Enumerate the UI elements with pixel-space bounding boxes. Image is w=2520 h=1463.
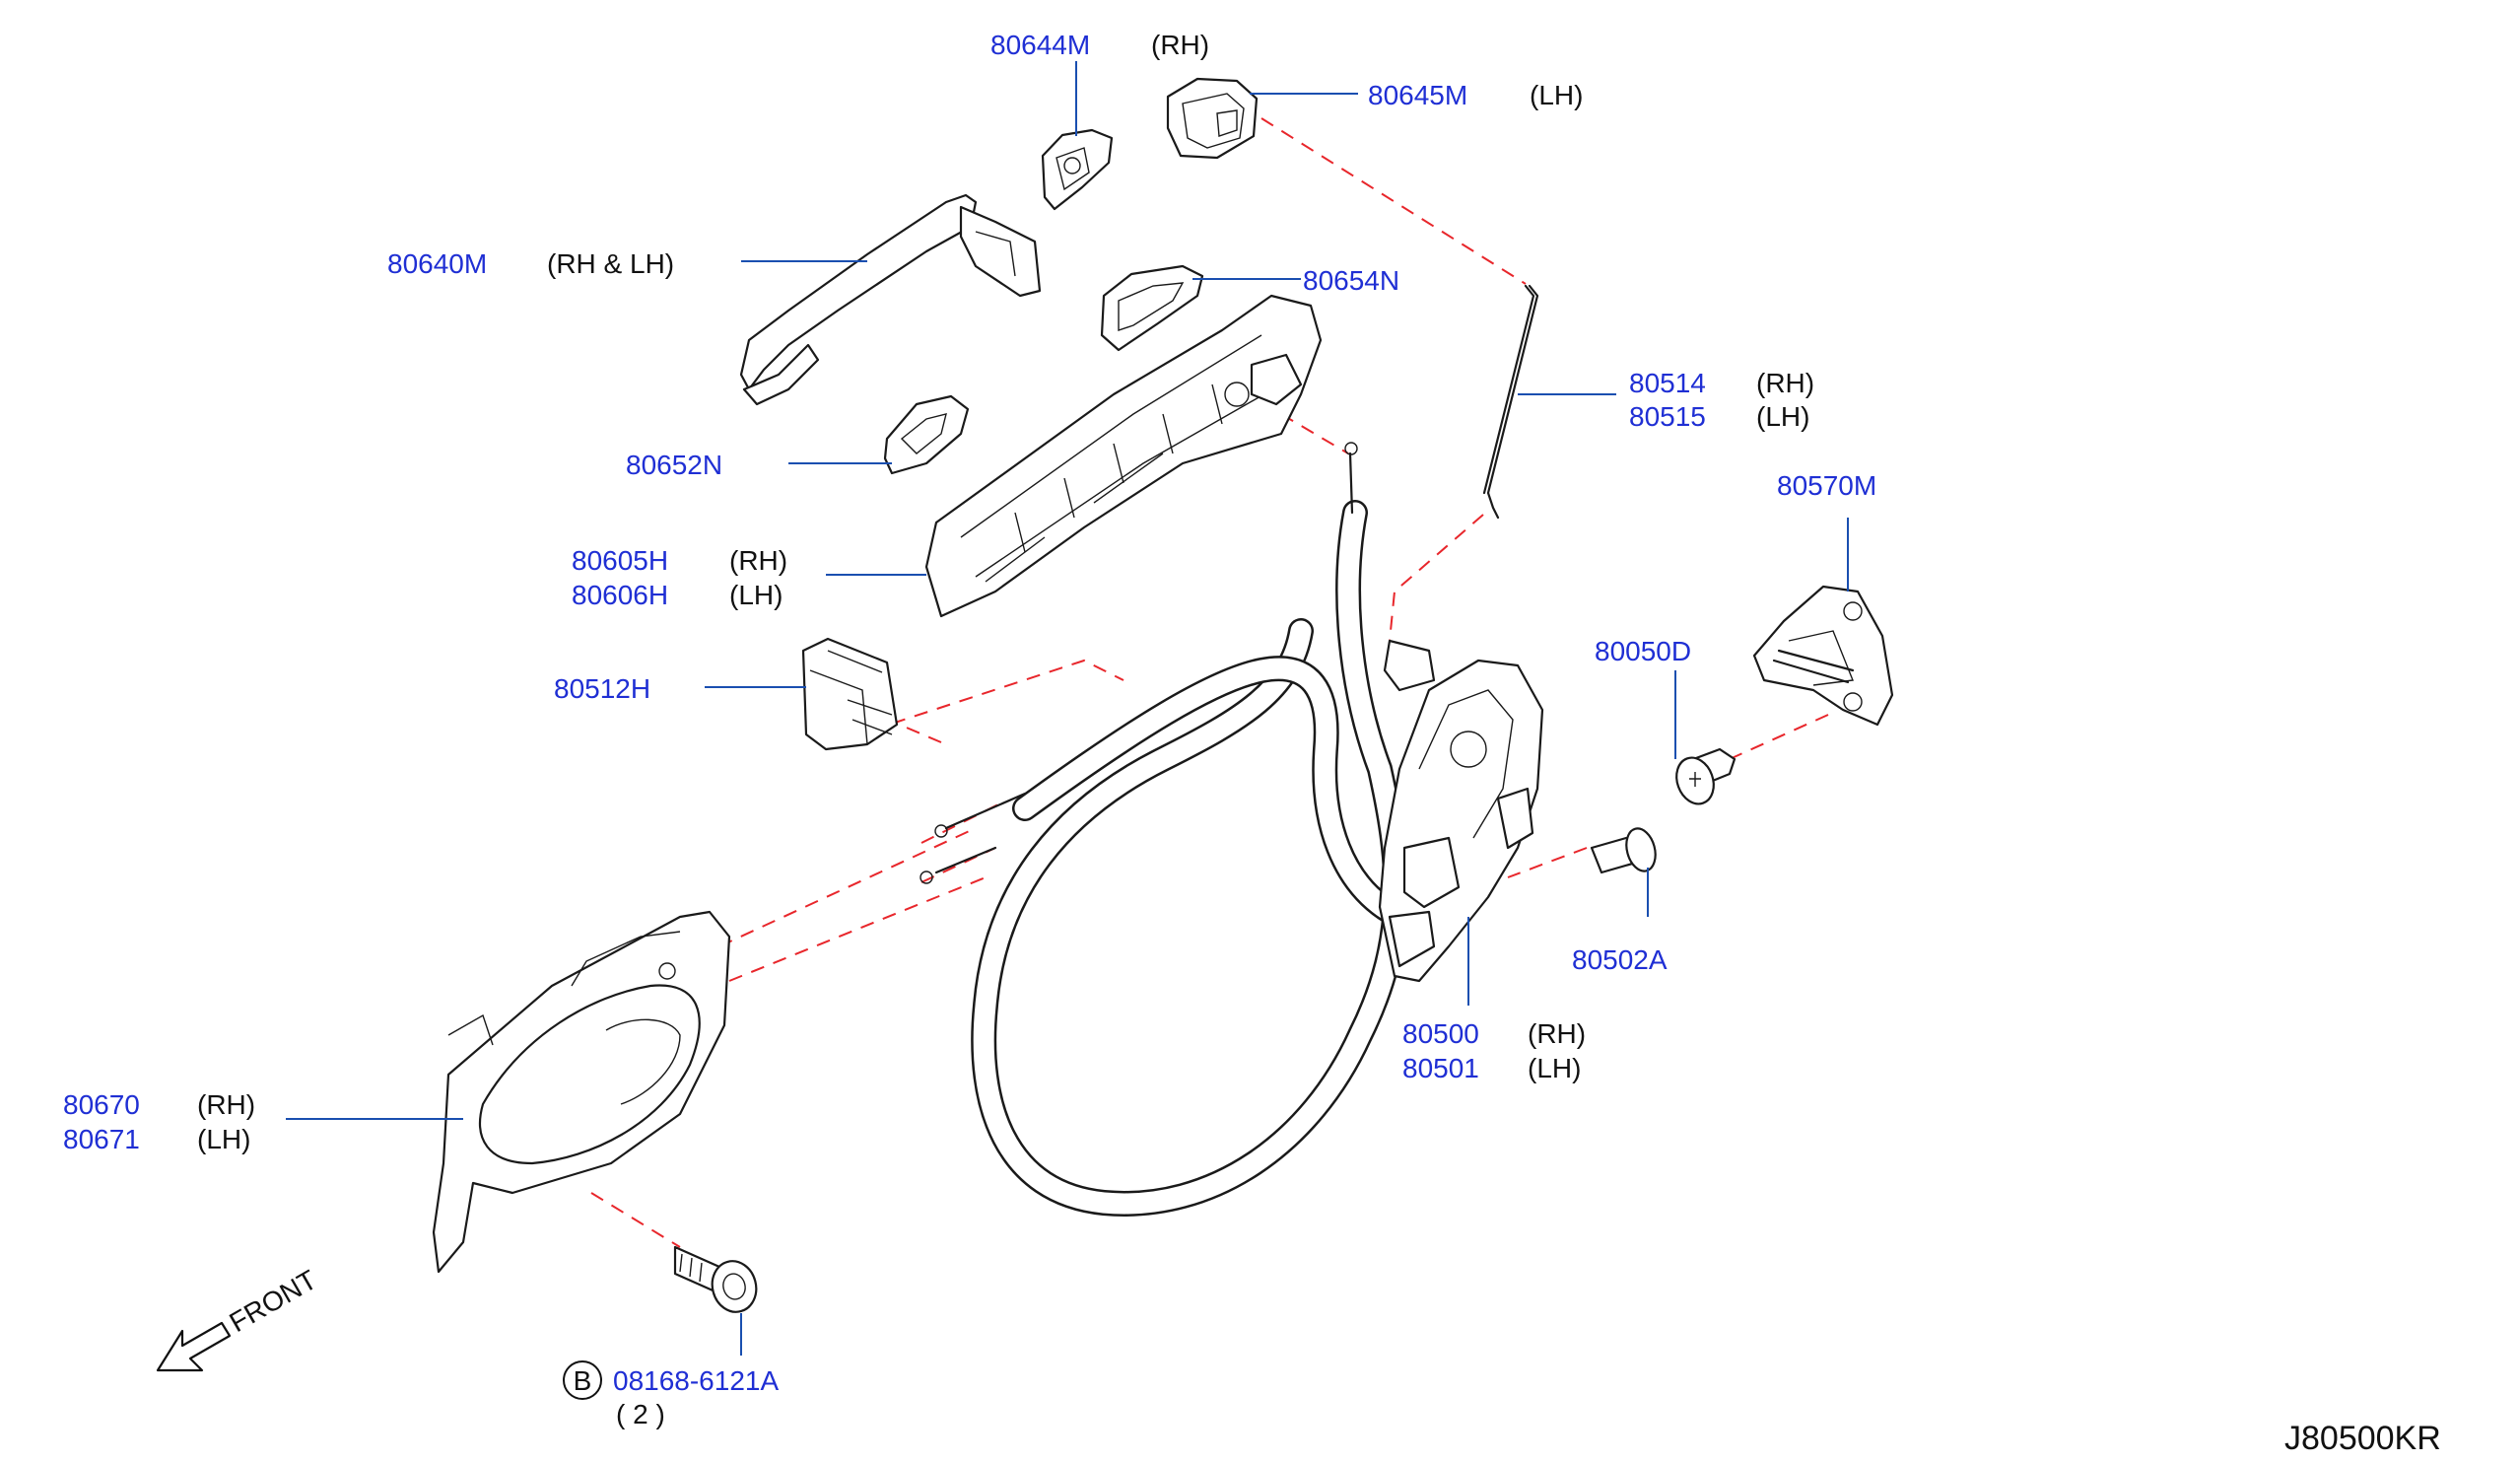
qualifier-80501: (LH)	[1528, 1053, 1581, 1083]
label-80671: 80671	[63, 1124, 140, 1154]
label-80500: 80500	[1402, 1018, 1479, 1049]
striker-drawing	[1752, 585, 1894, 727]
inside-handle-drawing	[432, 910, 731, 1274]
part-labels: 80644M (RH) 80645M (LH) 80640M (RH & LH)…	[63, 30, 1876, 1154]
rod-drawing	[1482, 284, 1539, 520]
label-08168-6121A: 08168-6121A	[613, 1365, 779, 1396]
label-80670: 80670	[63, 1089, 140, 1120]
qualifier-80670: (RH)	[197, 1089, 255, 1120]
qualifier-80515: (LH)	[1756, 401, 1809, 432]
qualifier-80644M: (RH)	[1151, 30, 1209, 60]
qualifier-80605H: (RH)	[729, 545, 787, 576]
label-80570M: 80570M	[1777, 470, 1876, 501]
bolt-symbol-circle	[563, 1360, 602, 1400]
label-80640M: 80640M	[387, 248, 487, 279]
label-80644M: 80644M	[990, 30, 1090, 60]
bolt-quantity: ( 2 )	[616, 1399, 665, 1429]
front-arrow-icon	[156, 1321, 232, 1372]
label-80654N: 80654N	[1303, 265, 1399, 296]
screw-80502a-drawing	[1590, 827, 1657, 874]
diagram-code: J80500KR	[2284, 1420, 2441, 1457]
label-80645M: 80645M	[1368, 80, 1467, 110]
qualifier-80640M: (RH & LH)	[547, 248, 674, 279]
label-80512H: 80512H	[554, 673, 650, 704]
label-80502A: 80502A	[1572, 944, 1668, 975]
cable-holder-drawing	[801, 637, 899, 751]
screw-80050d-drawing	[1675, 747, 1737, 805]
cable-assembly-drawing	[919, 442, 1412, 1217]
label-80605H: 80605H	[572, 545, 668, 576]
front-direction-indicator: FRONT	[156, 1264, 322, 1372]
bolt-callout: B 08168-6121A ( 2 )	[563, 1360, 779, 1429]
qualifier-80606H: (LH)	[729, 580, 783, 610]
label-80652N: 80652N	[626, 450, 722, 480]
qualifier-80645M: (LH)	[1530, 80, 1583, 110]
outside-handle-drawing	[739, 193, 1042, 406]
bolt-symbol-letter: B	[574, 1365, 592, 1396]
qualifier-80500: (RH)	[1528, 1018, 1586, 1049]
front-label: FRONT	[225, 1264, 322, 1338]
label-80050D: 80050D	[1595, 636, 1691, 666]
gasket-front-drawing	[1100, 264, 1204, 352]
escutcheon-rh-drawing	[1041, 128, 1114, 211]
qualifier-80671: (LH)	[197, 1124, 250, 1154]
label-80606H: 80606H	[572, 580, 668, 610]
gasket-rear-drawing	[883, 394, 970, 475]
cap-lh-drawing	[1166, 77, 1259, 160]
leader-lines	[286, 61, 1849, 1356]
handle-bracket-drawing	[924, 294, 1323, 618]
label-80515: 80515	[1629, 401, 1706, 432]
door-lock-actuator-drawing	[1378, 639, 1544, 983]
label-80514: 80514	[1629, 368, 1706, 398]
bolt-drawing	[673, 1245, 758, 1313]
qualifier-80514: (RH)	[1756, 368, 1814, 398]
label-80501: 80501	[1402, 1053, 1479, 1083]
